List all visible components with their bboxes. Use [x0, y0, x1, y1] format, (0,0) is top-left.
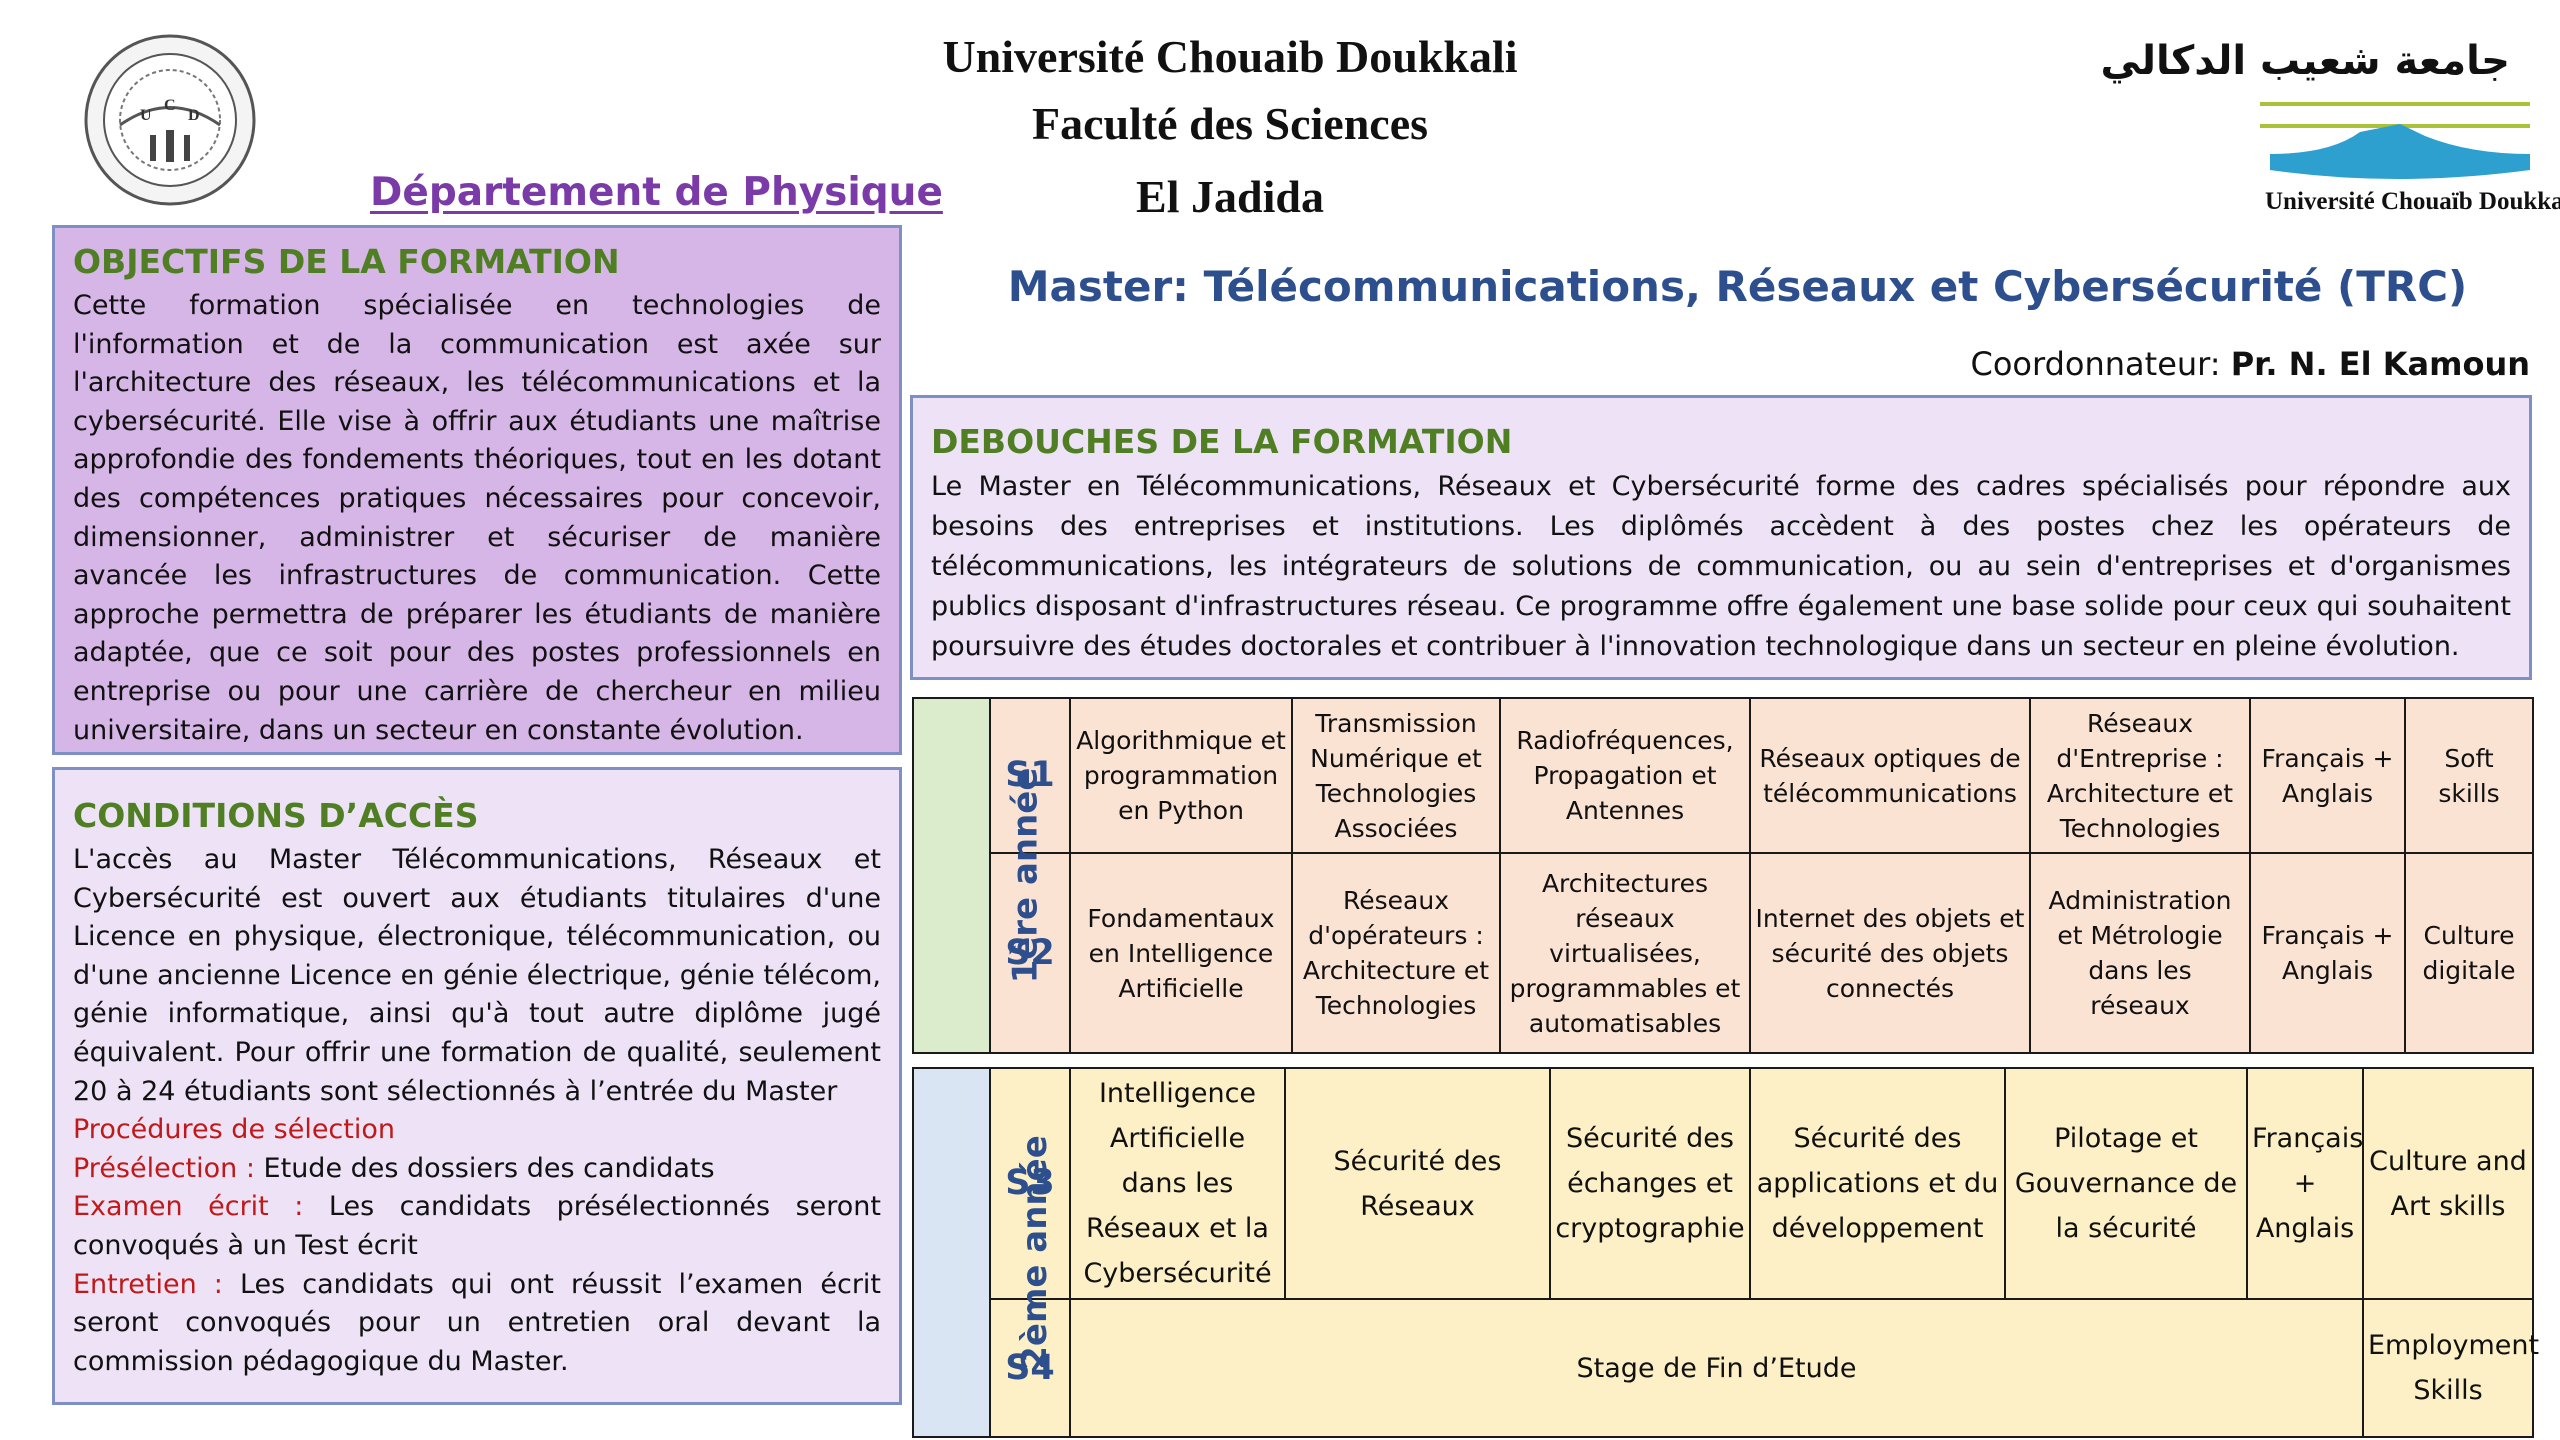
s4-label: S4	[989, 1298, 1071, 1438]
s2-module: Réseaux d'opérateurs : Architecture et T…	[1291, 852, 1501, 1054]
seal-letter-u: U	[140, 107, 152, 124]
city-name: El Jadida	[1136, 171, 1324, 222]
logo-arabic-text: جامعة شعيب الدكالي	[2100, 38, 2511, 84]
year1-table: 1ère année S1 Algorithmique et programma…	[912, 697, 2534, 1054]
coordinator-name: Pr. N. El Kamoun	[2230, 345, 2530, 383]
s3-module: Français + Anglais	[2246, 1067, 2364, 1300]
examen-label: Examen écrit :	[73, 1191, 304, 1223]
conditions-panel: CONDITIONS D’ACCÈS L'accès au Master Tél…	[52, 767, 902, 1405]
preselection-label: Présélection :	[73, 1152, 255, 1184]
s4-module-employment: Employment Skills	[2362, 1298, 2539, 1438]
coordinator-line: Coordonnateur: Pr. N. El Kamoun	[1970, 345, 2530, 383]
year1-label: 1ère année	[1005, 767, 1046, 984]
s2-label: S2	[989, 852, 1071, 1054]
year2-label-cell: 2ème année	[912, 1067, 1055, 1438]
s3-module: Pilotage et Gouvernance de la sécurité	[2004, 1067, 2248, 1300]
procedures-title: Procédures de sélection	[73, 1114, 395, 1146]
university-name: Université Chouaib Doukkali	[942, 31, 1518, 82]
seal-letter-d: D	[188, 107, 200, 124]
s1-module: Français + Anglais	[2249, 697, 2406, 854]
s3-module: Sécurité des Réseaux	[1284, 1067, 1551, 1300]
seal-letter-c: C	[164, 97, 176, 114]
s3-module: Intelligence Artificielle dans les Résea…	[1069, 1067, 1286, 1300]
debouches-panel: DEBOUCHES DE LA FORMATION Le Master en T…	[910, 395, 2532, 680]
s3-module: Sécurité des applications et du développ…	[1749, 1067, 2006, 1300]
conditions-title: CONDITIONS D’ACCÈS	[73, 796, 479, 835]
s2-module: Architectures réseaux virtualisées, prog…	[1499, 852, 1751, 1054]
s3-module: Sécurité des échanges et cryptographie	[1549, 1067, 1751, 1300]
entretien-label: Entretien :	[73, 1268, 223, 1300]
ucd-seal-logo: U C D	[80, 30, 260, 210]
objectifs-panel: OBJECTIFS DE LA FORMATION Cette formatio…	[52, 225, 902, 755]
university-logo-right: جامعة شعيب الدكالي Université Chouaïb Do…	[2101, 30, 2560, 220]
year1-label-cell: 1ère année	[912, 697, 1045, 1054]
preselection-text: Etude des dossiers des candidats	[254, 1152, 715, 1184]
master-title: Master: Télécommunications, Réseaux et C…	[1007, 262, 2468, 311]
s2-module: Culture digitale	[2404, 852, 2534, 1054]
debouches-title: DEBOUCHES DE LA FORMATION	[931, 422, 1513, 461]
objectifs-title: OBJECTIFS DE LA FORMATION	[73, 242, 620, 281]
examen-text: Les candidats présélectionnés seront con…	[73, 1191, 881, 1261]
s1-module: Algorithmique et programmation en Python	[1069, 697, 1293, 854]
s2-module: Fondamentaux en Intelligence Artificiell…	[1069, 852, 1293, 1054]
year2-table: 2ème année S3 Intelligence Artificielle …	[912, 1067, 2539, 1438]
entretien-line: Entretien : Les candidats qui ont réussi…	[73, 1266, 881, 1382]
s3-module: Culture and Art skills	[2362, 1067, 2534, 1300]
department-title: Département de Physique	[370, 170, 943, 215]
year2-label: 2ème année	[1014, 1135, 1055, 1370]
s2-module: Internet des objets et sécurité des obje…	[1749, 852, 2031, 1054]
s1-module: Réseaux optiques de télécommunications	[1749, 697, 2031, 854]
s3-label: S3	[989, 1067, 1071, 1300]
logo-wave-icon	[2260, 102, 2530, 179]
faculty-name: Faculté des Sciences	[1031, 98, 1429, 149]
preselection-line: Présélection : Etude des dossiers des ca…	[73, 1150, 881, 1189]
s1-label: S1	[989, 697, 1071, 854]
coordinator-label: Coordonnateur:	[1970, 345, 2221, 383]
conditions-text: L'accès au Master Télécommunications, Ré…	[73, 844, 881, 1107]
s2-module: Français + Anglais	[2249, 852, 2406, 1054]
objectifs-text: Cette formation spécialisée en technolog…	[73, 290, 881, 746]
debouches-text: Le Master en Télécommunications, Réseaux…	[931, 471, 2511, 662]
s1-module: Radiofréquences, Propagation et Antennes	[1499, 697, 1751, 854]
s4-module-stage: Stage de Fin d’Etude	[1069, 1298, 2364, 1438]
entretien-text: Les candidats qui ont réussit l’examen é…	[73, 1268, 882, 1377]
logo-latin-text: Université Chouaïb Doukkali	[2265, 188, 2560, 215]
s1-module: Transmission Numérique et Technologies A…	[1291, 697, 1501, 854]
s1-module: Réseaux d'Entreprise : Architecture et T…	[2029, 697, 2251, 854]
s2-module: Administration et Métrologie dans les ré…	[2029, 852, 2251, 1054]
s1-module: Soft skills	[2404, 697, 2534, 854]
examen-line: Examen écrit : Les candidats présélectio…	[73, 1188, 881, 1265]
